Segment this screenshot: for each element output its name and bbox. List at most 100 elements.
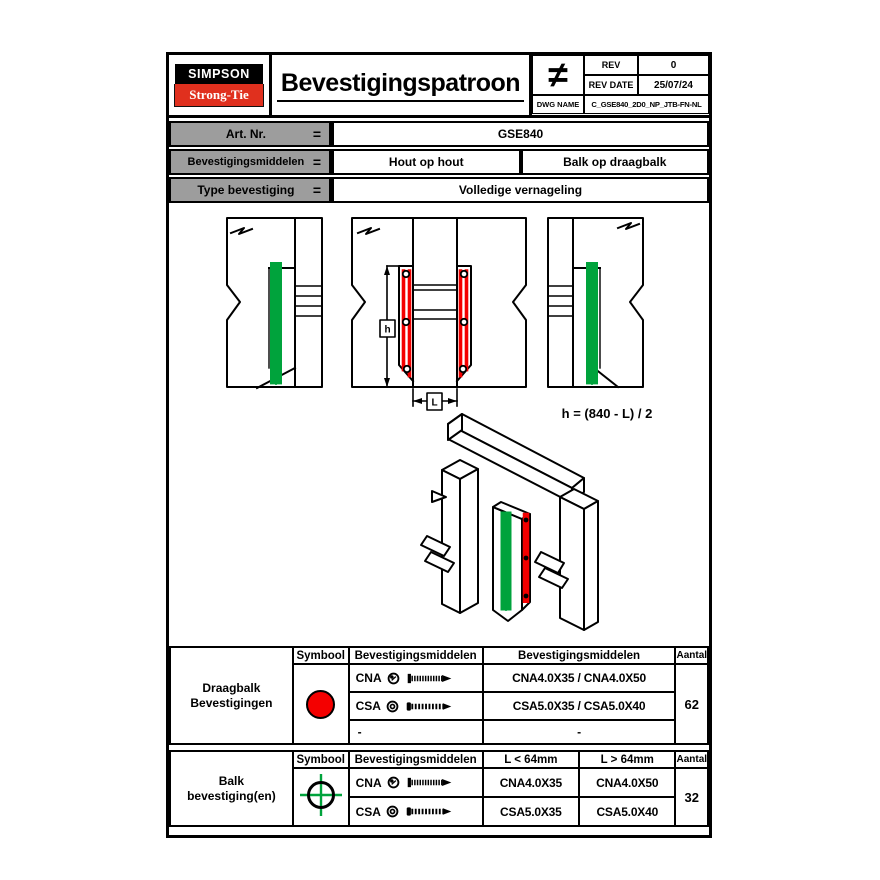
dimension-l — [412, 388, 458, 411]
dwg-name-value: C_GSE840_2D0_NP_JTB-FN-NL — [584, 95, 709, 114]
iso-right-post-right — [583, 500, 599, 631]
type-bevestiging-label-cell: Type bevestiging = — [169, 177, 331, 203]
table-row: CSA CSA5.0X35 / CSA5.0X40 — [170, 691, 708, 721]
info-row-art-nr: Art. Nr. = GSE840 — [169, 121, 709, 147]
equals-sign: = — [312, 126, 321, 142]
bevestigingsmiddelen-label-cell: Bevestigingsmiddelen = — [169, 149, 331, 175]
cna-head-icon — [387, 776, 399, 789]
fastener-cell: CNA — [347, 767, 484, 798]
symbol-cell — [291, 767, 350, 827]
revision-block: ≠ REV 0 REV DATE 25/07/24 DWG NAME C_GSE… — [532, 55, 709, 115]
fastener-code: CSA — [355, 804, 381, 819]
col-header-l-short: L < 64mm — [481, 750, 581, 769]
iso-break-wedge — [424, 551, 455, 573]
iso-left-post-left — [441, 469, 461, 614]
iso-break-wedge — [538, 567, 569, 589]
aantal-value: 62 — [674, 663, 709, 745]
iso-break-wedge — [534, 551, 565, 574]
hanger-flange-right — [455, 265, 472, 383]
csa-screw-icon — [406, 701, 452, 711]
bevestigingsmiddelen-label: Bevestigingsmiddelen — [187, 156, 305, 168]
logo-strongtie-text: Strong-Tie — [174, 83, 264, 107]
dwg-name-label: DWG NAME — [532, 95, 584, 114]
red-circle-icon — [306, 689, 336, 719]
fastener-code: CSA — [355, 699, 381, 713]
break-mark-icon — [229, 227, 254, 235]
type-bevestiging-label: Type bevestiging — [197, 183, 295, 197]
col-header-bevestigingsmiddelen: Bevestigingsmiddelen — [347, 646, 484, 665]
col-header-bevestigingsmiddelen: Bevestigingsmiddelen — [481, 646, 677, 665]
side-view-left — [226, 217, 323, 390]
fastener-value: CNA4.0X35 / CNA4.0X50 — [481, 663, 677, 693]
art-nr-label: Art. Nr. — [225, 127, 266, 141]
cna-nail-icon — [407, 673, 451, 683]
bevestigingsmiddelen-value-2: Balk op draagbalk — [520, 149, 709, 175]
page-title: Bevestigingspatroon — [276, 69, 525, 102]
csa-head-icon — [386, 805, 399, 818]
col-header-l-long: L > 64mm — [578, 750, 677, 769]
fastener-cell: CSA — [347, 691, 484, 721]
csa-screw-icon — [406, 807, 452, 816]
csa-head-icon — [386, 700, 399, 712]
fastener-long: CNA4.0X50 — [578, 767, 677, 798]
fastener-cell: CSA — [347, 796, 484, 827]
iso-flag-mark — [431, 490, 447, 503]
rev-date-value: 25/07/24 — [638, 75, 709, 95]
type-bevestiging-value: Volledige vernageling — [331, 177, 709, 203]
rev-value: 0 — [638, 55, 709, 75]
simpson-strongtie-logo: SIMPSON Strong-Tie — [169, 55, 272, 115]
equals-sign: = — [312, 154, 321, 170]
not-equal-symbol-icon: ≠ — [532, 55, 584, 95]
fastener-code: CNA — [355, 671, 382, 685]
title-block: SIMPSON Strong-Tie Bevestigingspatroon ≠… — [169, 55, 709, 118]
bevestigingsmiddelen-value-1: Hout op hout — [331, 149, 521, 175]
fastener-cell: - — [347, 719, 484, 745]
table-row: CNA CNA4.0X35 / CNA4.0X50 62 — [170, 663, 709, 745]
side-view-right — [547, 217, 644, 389]
fastener-value: CSA5.0X35 / CSA5.0X40 — [481, 691, 677, 721]
iso-top-beam-left-end — [447, 413, 463, 441]
hanger-flange-left — [398, 265, 415, 383]
front-view-center — [351, 217, 527, 411]
technical-drawing: h = (840 - L) / 2 h L — [226, 217, 652, 631]
iso-break-wedge — [420, 535, 451, 557]
dimension-h — [379, 265, 401, 388]
fastener-short: CNA4.0X35 — [481, 767, 581, 798]
fastener-code: CNA — [355, 775, 382, 790]
iso-nail-holes — [523, 517, 529, 599]
dim-h-label: h — [384, 325, 390, 336]
table-row: CNA CNA4.0X35 CNA4.0X50 32 — [170, 767, 709, 827]
logo-simpson-text: SIMPSON — [175, 63, 263, 84]
document-title-cell: Bevestigingspatroon — [272, 55, 532, 115]
green-crosshair-icon — [299, 773, 342, 816]
art-nr-value: GSE840 — [331, 121, 709, 147]
col-header-aantal: Aantal — [674, 750, 709, 769]
col-header-aantal: Aantal — [674, 646, 709, 665]
fastener-cell: CNA — [347, 663, 484, 693]
cna-nail-icon — [407, 777, 451, 788]
cna-head-icon — [387, 672, 399, 684]
table-row: - - — [170, 719, 708, 745]
iso-left-post-front — [459, 468, 479, 614]
break-mark-icon — [356, 227, 381, 235]
art-nr-label-cell: Art. Nr. = — [169, 121, 331, 147]
info-row-type-bevestiging: Type bevestiging = Volledige vernageling — [169, 177, 709, 203]
rev-label: REV — [584, 55, 638, 75]
break-mark-icon — [616, 222, 641, 230]
rev-date-label: REV DATE — [584, 75, 638, 95]
fastener-short: CSA5.0X35 — [481, 796, 581, 827]
isometric-view — [420, 413, 599, 631]
fastener-long: CSA5.0X40 — [578, 796, 677, 827]
datasheet-page: SIMPSON Strong-Tie Bevestigingspatroon ≠… — [166, 52, 712, 838]
table-row: CSA CSA5.0X35 CSA5.0X40 — [170, 796, 708, 827]
nail-holes — [401, 269, 469, 374]
fastener-value: - — [481, 719, 677, 745]
info-row-bevestigingsmiddelen: Bevestigingsmiddelen = Hout op hout Balk… — [169, 149, 709, 175]
col-header-bevestigingsmiddelen: Bevestigingsmiddelen — [347, 750, 484, 769]
